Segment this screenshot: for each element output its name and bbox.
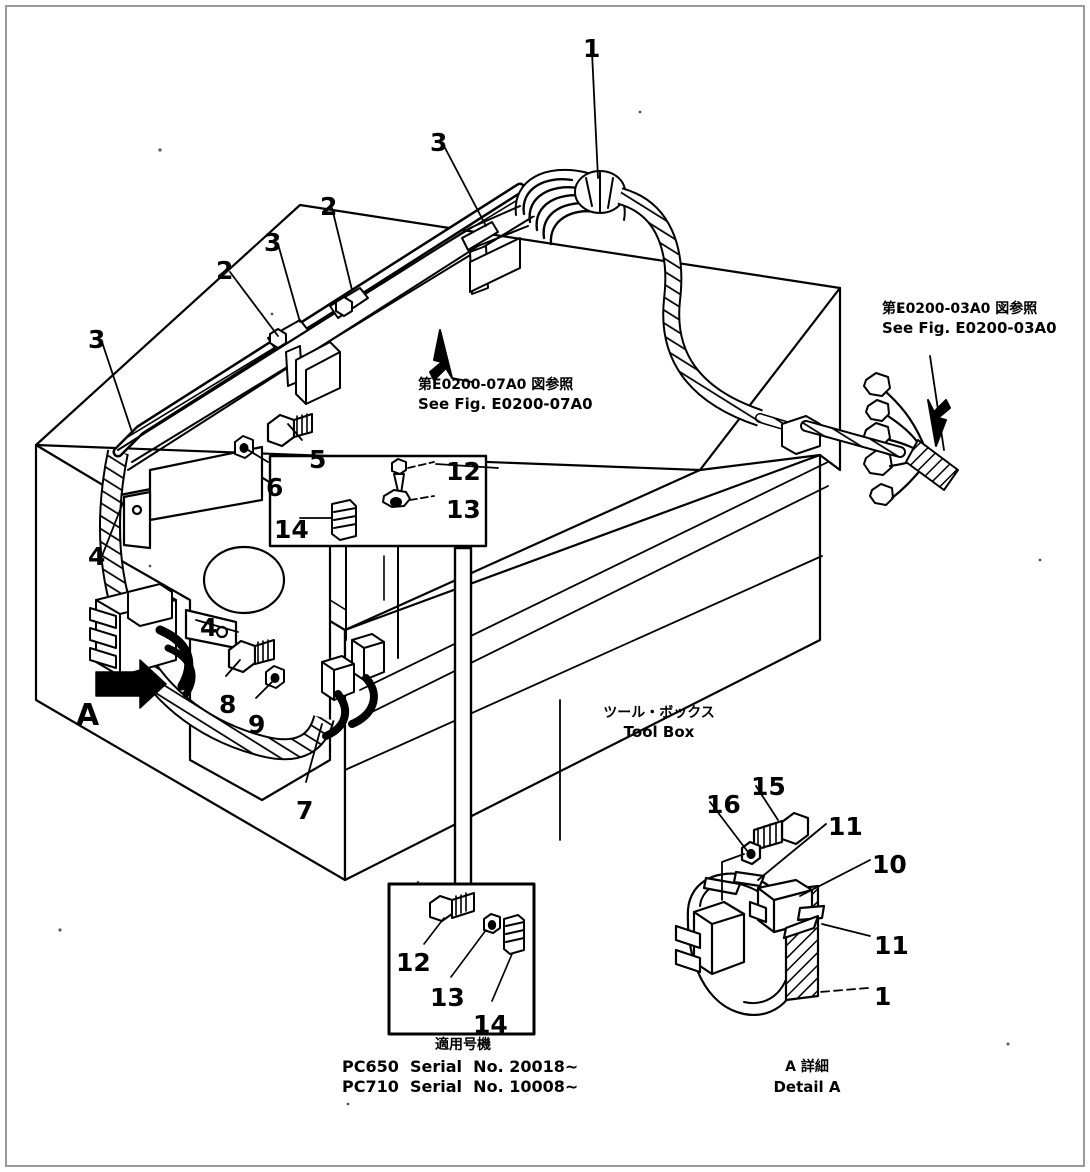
applicable-machine-note: 適用号機 PC650 Serial No. 20018~ PC710 Seria… (332, 1037, 594, 1096)
see-fig-pointer-2 (927, 399, 951, 447)
fastener-washer-6 (234, 435, 254, 459)
applicable-note-heading: 適用号機 (435, 1037, 491, 1053)
tool-box-label-jp: ツール・ボックス (603, 705, 715, 721)
mounting-bracket (118, 445, 332, 802)
detail-a-assembly (674, 811, 826, 1017)
upper-harness-rail (117, 205, 529, 471)
callout-10: 10 (872, 850, 907, 879)
fastener-bolt-5 (266, 413, 313, 448)
callout-12-inset2: 12 (396, 948, 431, 977)
tool-box-label: ツール・ボックス Tool Box (584, 705, 734, 741)
inset-box-upper (268, 454, 488, 548)
callout-2-lower: 2 (216, 256, 234, 285)
detail-a-label: A 詳細 Detail A (742, 1059, 872, 1095)
callout-13-inset1: 13 (446, 495, 481, 524)
section-arrow-a (95, 659, 167, 709)
callout-9: 9 (248, 710, 266, 739)
section-letter-a: A (76, 698, 100, 733)
callout-leader-lines (101, 51, 945, 993)
callout-3-top: 3 (430, 128, 448, 157)
callout-16: 16 (706, 790, 741, 819)
see-fig-e0200-07a0: 第E0200-07A0 図参照 See Fig. E0200-07A0 (418, 377, 593, 413)
connector-block-left (89, 583, 196, 698)
harness-coil (514, 168, 626, 246)
callout-14-inset2: 14 (473, 1010, 508, 1039)
scan-artifacts (58, 110, 1042, 1106)
callout-1-top: 1 (583, 34, 601, 63)
see-fig-e0200-03a0: 第E0200-03A0 図参照 See Fig. E0200-03A0 (882, 301, 1057, 337)
callout-15: 15 (751, 772, 786, 801)
inset-lower-parts (423, 892, 525, 1002)
callout-3-left: 3 (88, 325, 106, 354)
bullet-connectors (863, 372, 894, 506)
callout-13-inset2: 13 (430, 983, 465, 1012)
callout-11-lower: 11 (874, 931, 909, 960)
tool-box-label-en: Tool Box (623, 722, 695, 741)
see-fig-2-en: See Fig. E0200-03A0 (882, 318, 1057, 337)
callout-1-detail: 1 (874, 982, 892, 1011)
callout-4-left: 4 (88, 542, 106, 571)
callout-8: 8 (219, 690, 237, 719)
serial-row-pc710: PC710 Serial No. 10008~ (342, 1077, 579, 1097)
tool-box-panel-lines (344, 461, 829, 841)
callout-6: 6 (266, 473, 284, 502)
see-fig-1-en: See Fig. E0200-07A0 (418, 394, 593, 413)
callout-12-inset1: 12 (446, 457, 481, 486)
callout-3-mid: 3 (264, 228, 282, 257)
inset-upper-parts (299, 458, 435, 541)
see-fig-pointer-1 (429, 329, 473, 383)
detail-a-label-en: Detail A (773, 1077, 841, 1096)
callout-5: 5 (309, 445, 327, 474)
bullet-connector-cluster (781, 372, 959, 506)
callout-11-upper: 11 (828, 812, 863, 841)
detail-a-label-jp: A 詳細 (785, 1059, 829, 1075)
callout-14-inset1: 14 (274, 515, 309, 544)
callout-2-upper: 2 (320, 192, 338, 221)
serial-row-pc650: PC650 Serial No. 20018~ (342, 1056, 579, 1076)
see-fig-1-jp: 第E0200-07A0 図参照 (418, 377, 574, 393)
callout-4-right: 4 (200, 613, 218, 642)
see-fig-2-jp: 第E0200-03A0 図参照 (882, 301, 1038, 317)
callout-7: 7 (296, 796, 314, 825)
connector-small-pair (321, 545, 399, 740)
